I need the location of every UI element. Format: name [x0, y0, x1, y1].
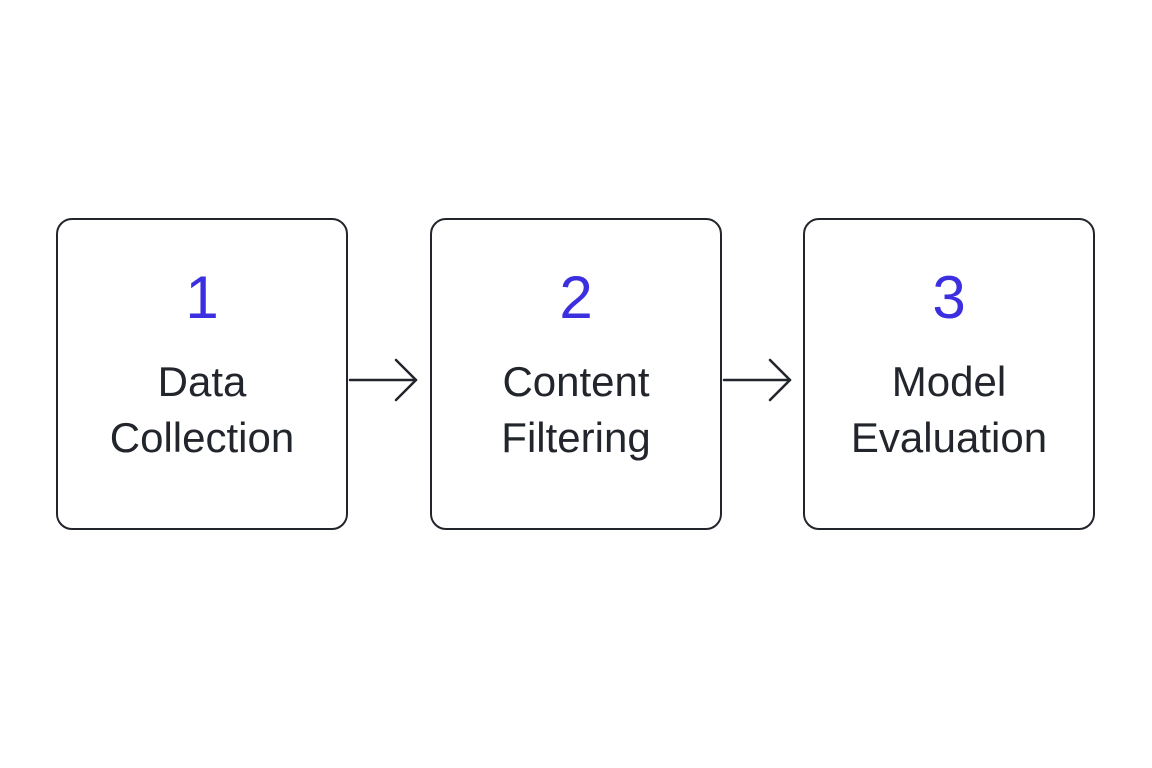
step-box-data-collection: 1 Data Collection [56, 218, 348, 530]
step-number: 2 [559, 264, 593, 331]
arrow-right-icon [722, 358, 792, 402]
step-label: Data Collection [109, 358, 295, 461]
step-number: 3 [932, 264, 966, 331]
arrow-right-icon [348, 358, 418, 402]
step-label: Content Filtering [501, 358, 651, 461]
step-box-content-filtering: 2 Content Filtering [430, 218, 722, 530]
step-label: Model Evaluation [850, 358, 1048, 461]
step-number: 1 [185, 264, 219, 331]
step-box-model-evaluation: 3 Model Evaluation [803, 218, 1095, 530]
